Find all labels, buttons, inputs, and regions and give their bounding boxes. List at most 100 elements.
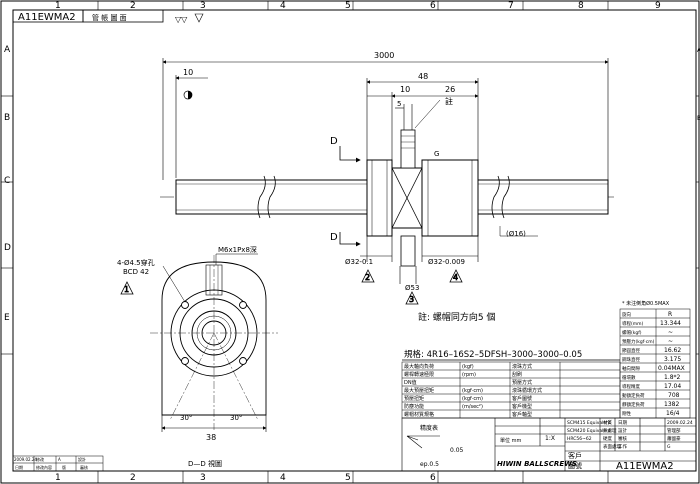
text-spec_left_rows-4-1: (kgf·cm)	[462, 396, 483, 402]
oil-nipple	[400, 129, 416, 267]
surface-finish-symbol: ▽▽	[175, 15, 188, 24]
text-spec_right_rows-9-0: 708	[668, 392, 680, 399]
text-spec_right_rows-2-1: 螺帽(kgf)	[622, 329, 642, 336]
text-spec_left_rows-4-0: 預壓扭矩	[404, 395, 424, 402]
nut-length-dimension	[366, 78, 479, 160]
revision-block	[12, 455, 104, 472]
text-mat_rows-2-0: HRC56~62	[567, 436, 592, 442]
text-mat_rows-2-2: 審核	[618, 435, 627, 442]
end-view-centerlines	[150, 255, 278, 430]
text-spec_left_rows-3-1: (kgf·cm)	[462, 388, 483, 394]
text-spec_left_rows-5-0: 防塵功能	[404, 403, 424, 410]
text-mat_rows-3-3: G	[667, 444, 671, 450]
roughness-label: 精度表	[420, 424, 438, 432]
text-spec_right_rows-2-0: ~	[668, 329, 673, 336]
section-label-lower: D	[330, 232, 338, 243]
flange-dia-label: Ø53	[405, 284, 419, 292]
text-spec_right_rows-3-0: ~	[668, 338, 673, 345]
title-block	[401, 417, 697, 472]
text-spec_right_rows-9-1: 動額定負荷	[622, 392, 645, 399]
text-mat_rows-1-1: 熱處理	[603, 427, 617, 434]
inner-border	[12, 9, 697, 472]
text-mat_rows-2-1: 硬度	[603, 435, 612, 442]
text-spec_right_rows-0-1: 旋向	[622, 311, 631, 318]
zone-row-labels: A B C D E A B	[4, 45, 700, 323]
zone-col-6: 6	[430, 1, 436, 11]
flange-height-dimension	[161, 415, 267, 432]
zone-col-5: 5	[345, 1, 351, 11]
text-spec_left_rows-2-2: 預壓方式	[512, 379, 532, 386]
text-callouts-0: 1	[124, 285, 129, 294]
oil-hole-dimension	[395, 104, 413, 130]
zone-col-6b: 6	[430, 473, 436, 483]
zone-column-labels: 1 2 3 4 5 6 7 8 9 1 2 3 4 5 6	[55, 1, 661, 483]
thread-spec-label: M6x1Px8深	[218, 245, 257, 254]
zone-col-2: 2	[130, 1, 136, 11]
flange-height-label: 38	[206, 433, 216, 442]
gauge-mark: G	[434, 150, 439, 158]
zone-col-2b: 2	[130, 473, 136, 483]
text-mat_rows-0-1: 材質	[603, 419, 612, 426]
zone-col-5b: 5	[345, 473, 351, 483]
angle-right-label: 30°	[230, 414, 242, 422]
text-spec_right_rows-11-1: 剛性	[622, 410, 631, 417]
text-spec_right_rows-7-0: 1.8*2	[664, 374, 681, 381]
zone-row-a: A	[4, 45, 11, 55]
zone-col-3: 3	[200, 1, 206, 11]
shaft-break-marks	[257, 175, 510, 219]
header-label: 管 帳 圖 面	[92, 13, 127, 22]
brand-logo: HIWIN BALLSCREWS	[497, 460, 577, 468]
drawing-number-top: A11EWMA2	[18, 12, 76, 23]
text-spec_left_rows-4-2: 客戶圖號	[512, 395, 532, 402]
zone-row-e: E	[4, 313, 10, 323]
hole-spec-label: 4-Ø4.5穿孔	[117, 258, 155, 267]
zone-col-4b: 4	[280, 473, 286, 483]
text-spec_right_rows-5-0: 3.175	[664, 356, 681, 363]
text-spec_left_rows-6-2: 客戶軸型	[512, 411, 532, 418]
text-mat_rows-1-0: SCM420 Equivalent	[567, 428, 611, 434]
text-spec_left_rows-3-2: 滾珠循環方式	[512, 387, 542, 394]
text-spec_right_rows-1-1: 導程(mm)	[622, 320, 644, 327]
drawing-no-label: 圖號	[568, 461, 582, 470]
text-mat_rows-3-2: 工作	[618, 443, 627, 450]
roughness-icon	[406, 435, 440, 449]
nut-dia-label: Ø32-0.1	[345, 258, 373, 266]
oil-hole-label: 5	[397, 100, 401, 108]
shaft-dia-leader	[499, 226, 538, 237]
text-spec_right_rows-10-0: 1382	[664, 401, 679, 408]
text-spec_right_rows-6-1: 軸向間隙	[622, 365, 640, 372]
tol-label-2: ep.0.5	[420, 461, 439, 468]
zone-col-3b: 3	[200, 473, 206, 483]
text-callouts-2: 3	[409, 295, 414, 304]
end-length-label: 10	[183, 68, 193, 77]
note-leader	[414, 99, 441, 129]
edge-note: * 未注倒角Ø0.5MAX	[622, 300, 670, 307]
text-spec_left_rows-5-2: 客戶機型	[512, 403, 532, 410]
text-spec_right_rows-3-1: 預壓力(kgf·cm)	[622, 338, 655, 345]
spec-left-cells: 最大軸向負荷(kgf)滾珠方式 螺桿轉速極限(rpm)刮刷 DN值預壓方式 最大…	[404, 363, 542, 418]
text-revision_rows-1-3: 審核	[80, 464, 88, 470]
text-revision_rows-1-0: 日期	[15, 464, 23, 470]
customer-label: 客戶	[568, 451, 582, 460]
text-spec_right_rows-11-0: 16/4	[666, 410, 680, 417]
text-mat_rows-0-2: 日期	[618, 420, 627, 426]
text-revision_rows-0-2: A	[58, 457, 61, 462]
text-spec_right_rows-8-1: 導程精度	[622, 383, 640, 390]
drawing-number-bottom: A11EWMA2	[616, 461, 674, 472]
text-spec_right_rows-0-0: R	[668, 311, 672, 318]
nut-length-label: 48	[418, 72, 428, 81]
section-arrow-upper	[339, 146, 361, 163]
text-spec_right_rows-5-1: 鋼珠直徑	[622, 356, 640, 363]
text-spec_left_rows-0-0: 最大軸向負荷	[404, 363, 434, 370]
zone-col-9: 9	[655, 1, 661, 11]
zone-col-1b: 1	[55, 473, 61, 483]
text-spec_right_rows-10-1: 靜額定負荷	[622, 401, 645, 408]
zone-col-4: 4	[280, 1, 286, 11]
thread-leader	[215, 253, 258, 265]
zone-row-a-r: A	[697, 47, 700, 54]
text-spec_left_rows-0-1: (kgf)	[462, 364, 474, 370]
ballnut	[366, 159, 479, 237]
